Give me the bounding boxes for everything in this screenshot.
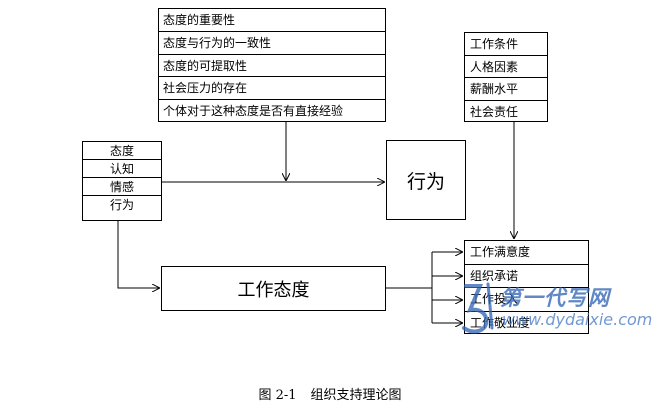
work-factor-item: 社会责任: [470, 104, 519, 119]
outcome-item: 工作投入: [465, 288, 588, 312]
factor-item: 态度与行为的一致性: [159, 32, 385, 55]
outcome-item: 组织承诺: [465, 265, 588, 288]
outcome-item: 工作敬业度: [470, 315, 531, 330]
attitude-component: 行为: [109, 198, 134, 212]
work-factors-box: 工作条件 人格因素 薪酬水平 社会责任: [464, 32, 548, 122]
figure-number: 图 2-1: [258, 388, 297, 403]
factor-item: 态度的可提取性: [159, 55, 385, 78]
work-attitude-label: 工作态度: [237, 279, 310, 301]
attitude-component: 认知: [83, 160, 161, 178]
factor-item: 态度的重要性: [159, 9, 385, 32]
outcome-item: 工作满意度: [465, 241, 588, 265]
work-attitude-box: 工作态度: [161, 266, 386, 311]
work-factor-item: 薪酬水平: [465, 78, 547, 101]
work-factor-item: 人格因素: [465, 56, 547, 78]
behavior-label: 行为: [406, 170, 445, 193]
attitude-behavior-factors-box: 态度的重要性 态度与行为的一致性 态度的可提取性 社会压力的存在 个体对于这种态…: [158, 8, 386, 122]
factor-item: 社会压力的存在: [159, 77, 385, 101]
work-factor-item: 工作条件: [465, 33, 547, 56]
attitude-box: 态度 认知 情感 行为: [82, 141, 162, 221]
factor-item: 个体对于这种态度是否有直接经验: [163, 104, 344, 119]
outcomes-box: 工作满意度 组织承诺 工作投入 工作敬业度: [464, 240, 589, 334]
attitude-component: 情感: [83, 178, 161, 196]
arrow-behavior-to-work-attitude: [117, 221, 159, 288]
figure-caption: 图 2-1 组织支持理论图: [0, 384, 660, 403]
figure-title: 组织支持理论图: [310, 388, 402, 403]
behavior-box: 行为: [386, 140, 466, 220]
attitude-title: 态度: [83, 142, 161, 160]
